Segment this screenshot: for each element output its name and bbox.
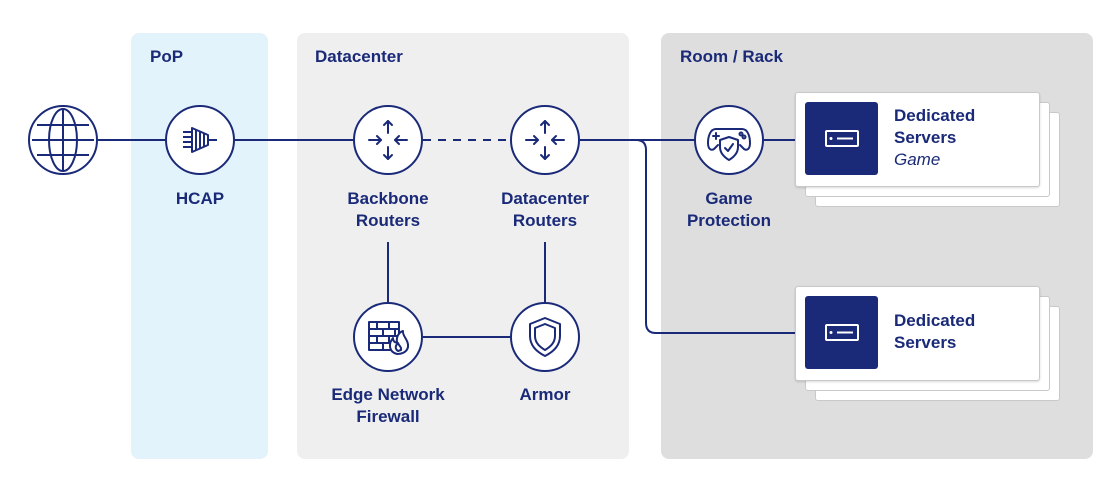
server-icon	[805, 296, 878, 369]
server-card-front: Dedicated Servers	[795, 286, 1040, 381]
zone-datacenter	[297, 33, 629, 459]
zone-pop-label: PoP	[150, 47, 184, 66]
server-stack-game: Dedicated Servers Game	[795, 92, 1065, 210]
edge-firewall-node	[353, 302, 423, 372]
datacenter-routers-node	[510, 105, 580, 175]
zone-room-rack-label: Room / Rack	[680, 47, 783, 66]
firewall-icon	[368, 321, 410, 355]
server-title-line1: Dedicated	[894, 106, 976, 125]
server-title-line2: Servers	[894, 333, 957, 352]
server-stack-dedicated: Dedicated Servers	[795, 286, 1065, 404]
shield-icon	[529, 317, 561, 357]
server-subtitle: Game	[894, 150, 941, 169]
game-protection-node	[694, 105, 764, 175]
zone-pop	[131, 33, 268, 459]
link-datacenter-server2	[635, 139, 795, 334]
server-title-line2: Servers	[894, 128, 957, 147]
edge-firewall-label: Edge Network Firewall	[331, 385, 445, 426]
server-card-front: Dedicated Servers Game	[795, 92, 1040, 187]
server-card-text: Dedicated Servers Game	[894, 105, 975, 171]
hcap-node	[165, 105, 235, 175]
router-icon	[368, 120, 408, 160]
server-card-text: Dedicated Servers	[894, 310, 975, 354]
server-title-line1: Dedicated	[894, 311, 976, 330]
armor-label: Armor	[519, 385, 571, 404]
hcap-label: HCAP	[175, 189, 225, 208]
zone-datacenter-label: Datacenter	[315, 47, 403, 66]
backbone-routers-label: Backbone Routers	[347, 189, 429, 230]
hcap-icon	[183, 127, 217, 153]
globe-icon	[32, 108, 94, 172]
gamepad-shield-icon	[707, 128, 751, 161]
armor-node	[510, 302, 580, 372]
server-icon	[805, 102, 878, 175]
backbone-routers-node	[353, 105, 423, 175]
internet-node	[28, 105, 98, 175]
datacenter-routers-label: Datacenter Routers	[501, 189, 589, 230]
game-protection-label: Game Protection	[686, 189, 772, 230]
router-icon	[525, 120, 565, 160]
